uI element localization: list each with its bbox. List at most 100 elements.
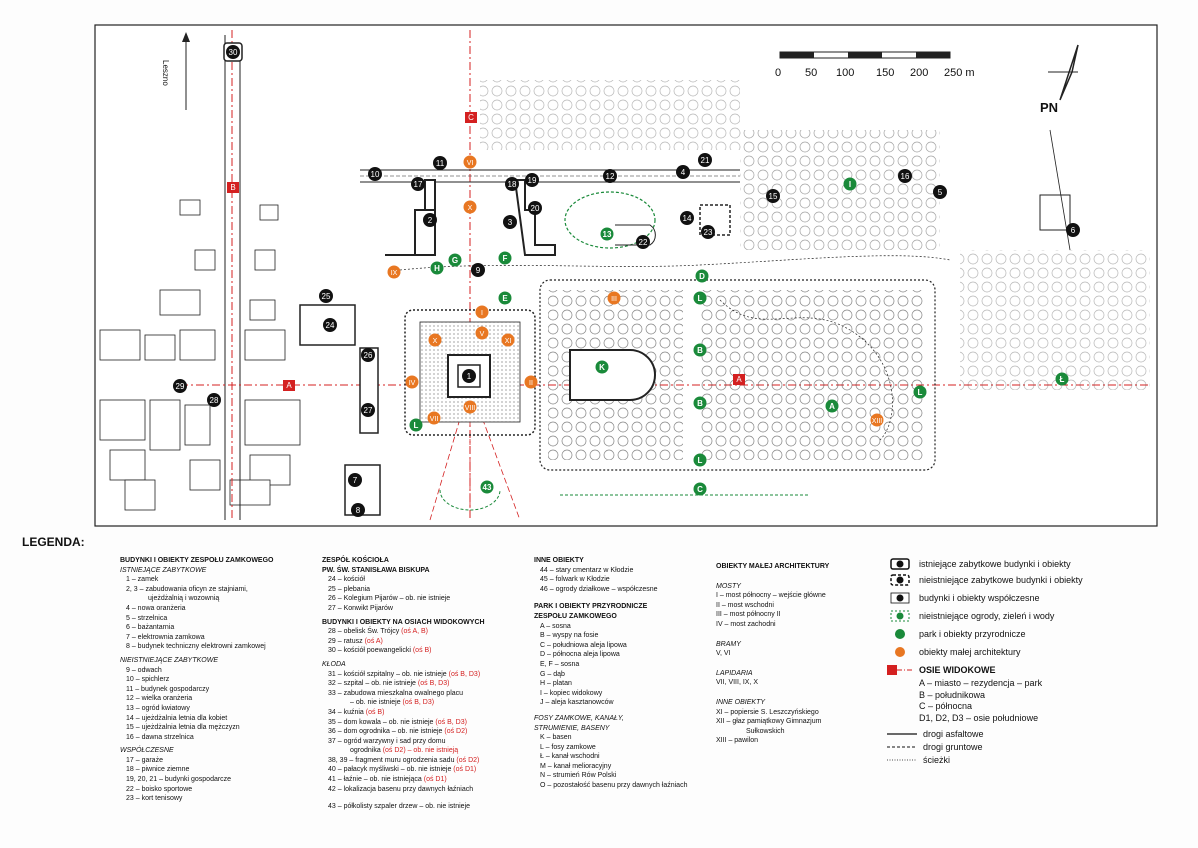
legend-item: 16 – dawna strzelnica (126, 733, 194, 741)
legend-item: E, F – sosna (540, 660, 580, 668)
key-row: park i obiekty przyrodnicze (887, 626, 1026, 642)
marker-xiii: XIII (870, 413, 884, 427)
legend-axis-ref: (oś A, B) (401, 628, 428, 636)
legend-axis-ref: (oś B, D3) (402, 699, 435, 707)
svg-text:D: D (699, 272, 705, 281)
marker-k: K (595, 360, 609, 374)
legend-item: 12 – wielka oranżeria (126, 695, 193, 703)
marker-2: 2 (423, 213, 437, 227)
marker-6: 6 (1066, 223, 1080, 237)
legend-item: 25 – plebania (328, 585, 371, 593)
modern-building-icon (887, 592, 913, 604)
legend-item: XII – głaz pamiątkowy Gimnazjum (716, 718, 822, 726)
svg-text:43: 43 (483, 483, 492, 492)
legend-item: 40 – pałacyk myśliwski – ob. nie istniej… (322, 765, 522, 775)
legend-item: 41 – łaźnie – ob. nie istniejąca (oś D1) (322, 775, 522, 785)
legend-item-text: 40 – pałacyk myśliwski – ob. nie istniej… (328, 766, 452, 774)
legend-subheading: STRUMIENIE, BASENY (534, 724, 610, 732)
marker-21: 21 (698, 153, 712, 167)
legend-item: 18 – piwnice ziemne (126, 766, 190, 774)
svg-text:XI: XI (505, 338, 512, 345)
nonexistent-garden-icon (887, 610, 913, 622)
legend-subheading: ISTNIEJĄCE ZABYTKOWE (120, 566, 207, 574)
svg-text:16: 16 (901, 172, 910, 181)
legend-item: 33 – zabudowa mieszkalna owalnego placu (322, 689, 522, 699)
markers-small-architecture: IX I V X XI IV II VII VIII III VI X XIII (387, 155, 884, 427)
axis-item: D1, D2, D3 – osie południowe (919, 712, 1039, 723)
legend-item: 27 – Konwikt Pijarów (328, 604, 393, 612)
legend-heading: BUDYNKI I OBIEKTY ZESPOŁU ZAMKOWEGO (120, 557, 274, 564)
marker-14: 14 (680, 211, 694, 225)
key-label: nieistniejące ogrody, zieleń i wody (919, 611, 1055, 621)
marker-30: 30 (223, 42, 243, 62)
marker-9: 9 (471, 263, 485, 277)
svg-text:X: X (468, 205, 473, 212)
marker-13: 13 (600, 227, 614, 241)
legend-col-small-architecture: OBIEKTY MAŁEJ ARCHITEKTURY MOSTY I – mos… (716, 562, 916, 746)
marker-vii: VII (427, 411, 441, 425)
key-row: nieistniejące ogrody, zieleń i wody (887, 608, 1054, 624)
key-row: drogi gruntowe (887, 739, 983, 755)
legend-item-text: 35 – dom kowala – ob. nie istnieje (328, 718, 434, 726)
svg-text:1: 1 (467, 372, 472, 381)
legend-item-text: 34 – kuźnia (328, 708, 364, 716)
svg-text:23: 23 (704, 228, 713, 237)
legend-item: Sułkowskich (746, 727, 785, 735)
marker-vi: VI (463, 155, 477, 169)
marker-4: 4 (676, 165, 690, 179)
legend-item: 36 – dom ogrodnika – ob. nie istnieje (o… (322, 727, 522, 737)
key-label: obiekty małej architektury (919, 647, 1021, 657)
legend-title: LEGENDA: (22, 535, 85, 549)
legend-axis-ref: (oś B, D3) (435, 718, 467, 726)
marker-28: 28 (207, 393, 221, 407)
legend-item: 30 – kościół poewangelicki (oś B) (322, 646, 522, 656)
marker-15: 15 (766, 189, 780, 203)
legend-item-text: – ob. nie istnieje (350, 699, 401, 707)
marker-20: 20 (528, 201, 542, 215)
svg-text:14: 14 (683, 214, 692, 223)
park-icon (887, 628, 913, 640)
legend-item: 35 – dom kowala – ob. nie istnieje (oś B… (322, 718, 522, 728)
svg-text:E: E (502, 294, 508, 303)
markers-nature: 13 H G F E K D L B B L C L L Ł A I 43 (409, 177, 1069, 496)
legend-item: 7 – elektrownia zamkowa (126, 633, 205, 641)
legend-subheading: FOSY ZAMKOWE, KANAŁY, (534, 714, 624, 722)
marker-l3: L (409, 418, 423, 432)
legend-item: M – kanał melioracyjny (540, 762, 612, 770)
svg-text:B: B (230, 183, 235, 192)
legend-item: 15 – ujeżdżalnia letnia dla mężczyzn (126, 724, 240, 732)
scale-tick: 50 (805, 67, 818, 79)
legend-item: XI – popiersie S. Leszczyńskiego (716, 708, 819, 716)
legend-col-church: ZESPÓŁ KOŚCIOŁA PW. ŚW. STANISŁAWA BISKU… (322, 556, 522, 812)
legend-item: 4 – nowa oranżeria (126, 604, 186, 612)
svg-text:7: 7 (353, 476, 358, 485)
marker-22: 22 (636, 235, 650, 249)
marker-10: 10 (368, 167, 382, 181)
svg-text:G: G (452, 256, 458, 265)
svg-text:B: B (697, 399, 703, 408)
key-row: nieistniejące zabytkowe budynki i obiekt… (887, 572, 1083, 588)
svg-text:9: 9 (476, 266, 481, 275)
svg-text:L: L (698, 456, 703, 465)
marker-16: 16 (898, 169, 912, 183)
svg-text:27: 27 (364, 406, 373, 415)
legend-item-text: 37 – ogród warzywny i sad przy domu (328, 737, 446, 745)
key-label: drogi asfaltowe (923, 729, 984, 739)
svg-text:III: III (611, 296, 617, 303)
svg-text:A: A (736, 375, 742, 384)
legend-item: 13 – ogród kwiatowy (126, 704, 190, 712)
legend-axis-ref: (oś D2) (456, 756, 480, 764)
scale-tick: 100 (836, 67, 855, 79)
marker-l5: Ł (1055, 372, 1069, 386)
legend-heading: PW. ŚW. STANISŁAWA BISKUPA (322, 566, 430, 574)
legend-item: 34 – kuźnia (oś B) (322, 708, 522, 718)
legend-axis-ref: (oś B) (412, 647, 432, 655)
svg-text:L: L (918, 388, 923, 397)
marker-a: A (825, 399, 839, 413)
svg-text:30: 30 (229, 48, 238, 57)
svg-text:L: L (414, 421, 419, 430)
marker-v: V (475, 326, 489, 340)
marker-l1: L (693, 291, 707, 305)
legend-item: 11 – budynek gospodarczy (126, 685, 210, 693)
